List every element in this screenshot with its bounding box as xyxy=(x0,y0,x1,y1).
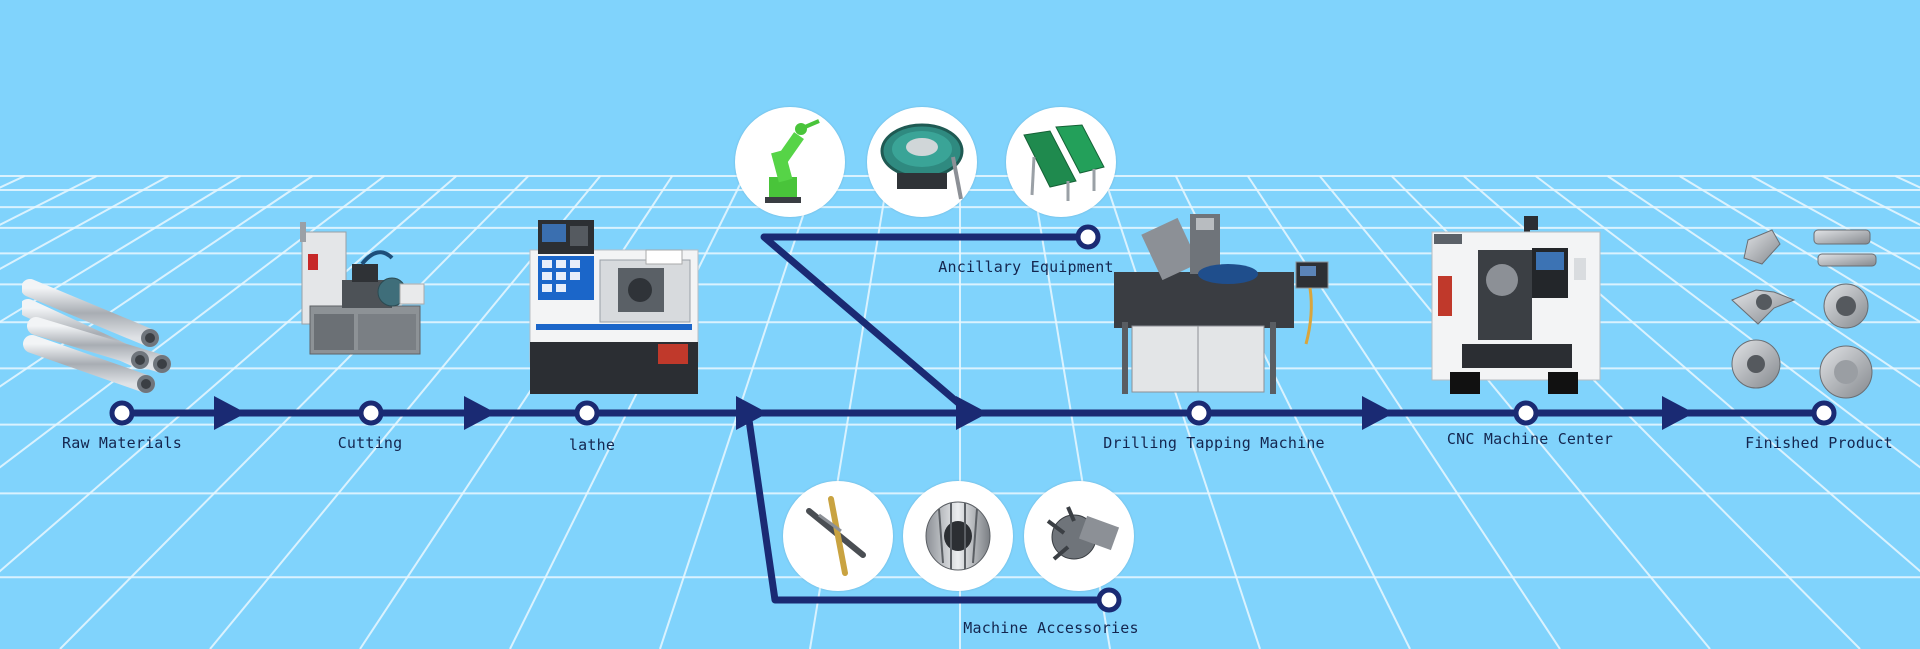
label-drilling-tapping: Drilling Tapping Machine xyxy=(1103,434,1325,452)
steel-pipes-icon xyxy=(22,268,182,398)
collet-chuck-icon xyxy=(903,481,1013,591)
finished-parts-icon xyxy=(1728,224,1888,400)
drilling-tapping-machine-icon xyxy=(1110,214,1336,394)
node-finished-product xyxy=(1811,400,1837,426)
node-cutting xyxy=(358,400,384,426)
node-ancillary-equipment xyxy=(1075,224,1101,250)
flow-arrow xyxy=(464,396,496,430)
grid-line xyxy=(0,175,314,388)
flow-arrow xyxy=(736,396,768,430)
vibratory-bowl-feeder-icon xyxy=(867,107,977,217)
grid-line xyxy=(0,175,242,323)
label-ancillary-equipment: Ancillary Equipment xyxy=(938,258,1114,276)
flow-arrow xyxy=(214,396,246,430)
tool-holder-icon xyxy=(1024,481,1134,591)
node-lathe xyxy=(574,400,600,426)
cnc-machine-center-icon xyxy=(1428,216,1604,400)
accessories-branch-line xyxy=(744,409,1113,604)
node-drilling-tapping xyxy=(1186,400,1212,426)
label-lathe: lathe xyxy=(568,436,616,454)
belt-conveyor-icon xyxy=(1006,107,1116,217)
ancillary-branch-line xyxy=(760,233,1092,417)
grid-line xyxy=(1678,175,1920,323)
node-raw-materials xyxy=(109,400,135,426)
label-raw-materials: Raw Materials xyxy=(62,434,182,452)
node-cnc-center xyxy=(1513,400,1539,426)
grid-line xyxy=(0,175,170,271)
grid-line xyxy=(1750,175,1920,271)
flow-arrow xyxy=(1362,396,1394,430)
cutting-machine-icon xyxy=(292,214,432,364)
node-machine-accessories xyxy=(1096,587,1122,613)
grid-line xyxy=(1606,175,1920,388)
label-machine-accessories: Machine Accessories xyxy=(963,619,1139,637)
label-cutting: Cutting xyxy=(337,434,403,452)
cnc-lathe-icon xyxy=(528,220,700,396)
industrial-robot-arm-icon xyxy=(735,107,845,217)
label-cnc-center: CNC Machine Center xyxy=(1446,430,1614,448)
flow-arrow xyxy=(956,396,988,430)
grid-line xyxy=(0,175,386,469)
flow-arrow xyxy=(1662,396,1694,430)
tap-drill-bits-icon xyxy=(783,481,893,591)
grid-line xyxy=(1534,175,1920,469)
label-finished-product: Finished Product xyxy=(1745,434,1893,452)
